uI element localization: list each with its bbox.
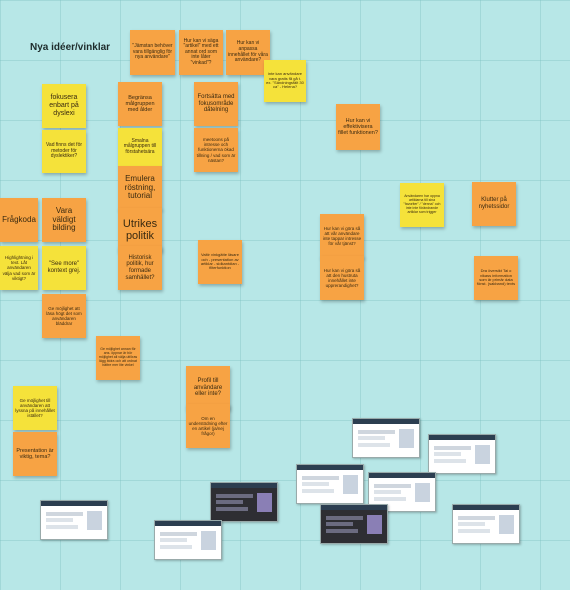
screenshot-thumbnail[interactable] bbox=[320, 504, 388, 544]
sticky-note-presentation[interactable]: Presentation är viktig, tema? bbox=[13, 432, 57, 476]
sticky-note-dra-oversikt[interactable]: Dra översikt Tai o vikass information so… bbox=[474, 256, 518, 300]
sticky-note-fortsatta[interactable]: Fortsätta med fokusområde dåtelning bbox=[194, 82, 238, 126]
sticky-note-hur-kan-vi-anpassa[interactable]: Hur kan vi anpassa innehållet för våra a… bbox=[226, 30, 270, 75]
sticky-note-hur-kan-vi-gora-battre[interactable]: Hur kan vi göra så att den hustruta inne… bbox=[320, 256, 364, 300]
sticky-note-vara-valdigt[interactable]: Vara väldigt bilding bbox=[42, 198, 86, 242]
screenshot-thumbnail[interactable] bbox=[40, 500, 108, 540]
sticky-note-fokusera-dyslexi[interactable]: fokusera enbart på dyslexi bbox=[42, 84, 86, 128]
sticky-note-anvandaren-har[interactable]: Användaren har oppna artiklarna till sin… bbox=[400, 183, 444, 227]
sticky-note-valtir[interactable]: Valtir vinkgätte läsare och - presentati… bbox=[198, 240, 242, 284]
sticky-note-janstan[interactable]: "Jämstan behöver vara tillgänglig för ny… bbox=[130, 30, 175, 75]
screenshot-thumbnail[interactable] bbox=[352, 418, 420, 458]
sticky-note-hur-kan-vi-gora-sa[interactable]: Hur kan vi göra så att vår användare int… bbox=[320, 214, 364, 258]
screenshot-thumbnail[interactable] bbox=[154, 520, 222, 560]
sticky-note-emulera[interactable]: Emulera röstning, tutorial bbox=[118, 166, 162, 210]
screenshot-thumbnail[interactable] bbox=[296, 464, 364, 504]
sticky-note-ge-mojlighet-lasa[interactable]: Ge möjlighet att läsa högt det som använ… bbox=[42, 294, 86, 338]
screenshot-thumbnail[interactable] bbox=[210, 482, 278, 522]
sticky-note-om-en[interactable]: Om en understödning efter en artikel (ja… bbox=[186, 404, 230, 448]
sticky-note-historisk[interactable]: Historisk politik, hur formade samhället… bbox=[118, 246, 162, 290]
sticky-note-fragkoda[interactable]: Frågkoda bbox=[0, 198, 38, 242]
sticky-note-hur-kan-vi-effektivisera[interactable]: Hur kan vi effektivisera fillet funktion… bbox=[336, 104, 380, 150]
sticky-note-see-more[interactable]: "See more" kontext grej. bbox=[42, 246, 86, 290]
sticky-note-inte-kan-anvandare[interactable]: inte kan användare vara gratis få gå t. … bbox=[264, 60, 306, 102]
sticky-note-vad-finns-det[interactable]: Vad finns det för metoder för dyslektike… bbox=[42, 130, 86, 173]
sticky-note-profil[interactable]: Profil till användare eller inte? bbox=[186, 366, 230, 410]
sticky-note-ge-mojlighet-annan[interactable]: Ge möjlighet annan för ans. öppnar är bö… bbox=[96, 336, 140, 380]
board-heading: Nya idéer/vinklar bbox=[30, 42, 111, 53]
sticky-note-smalna[interactable]: Smalna målgruppen till förstahetsära bbox=[118, 128, 162, 166]
sticky-note-begransa[interactable]: Begränsa målgruppen med ålder bbox=[118, 82, 162, 126]
sticky-note-highlighting[interactable]: Highlightning i text. Låt användaren väl… bbox=[0, 246, 38, 290]
screenshot-thumbnail[interactable] bbox=[428, 434, 496, 474]
sticky-note-klutter[interactable]: Klutter på nyhetssidor bbox=[472, 182, 516, 226]
screenshot-thumbnail[interactable] bbox=[452, 504, 520, 544]
sticky-note-hur-kan-vi-saga[interactable]: Hur kan vi säga "artikel" med ett annat … bbox=[179, 30, 223, 75]
sticky-note-meetoons[interactable]: meetoons på intresse och funktionerna ök… bbox=[194, 128, 238, 172]
sticky-note-utrikes[interactable]: Utrikes politik bbox=[118, 208, 162, 252]
sticky-note-ge-mojlighet-lyssna[interactable]: Ge möjlighet till användaren att lyssna … bbox=[13, 386, 57, 430]
